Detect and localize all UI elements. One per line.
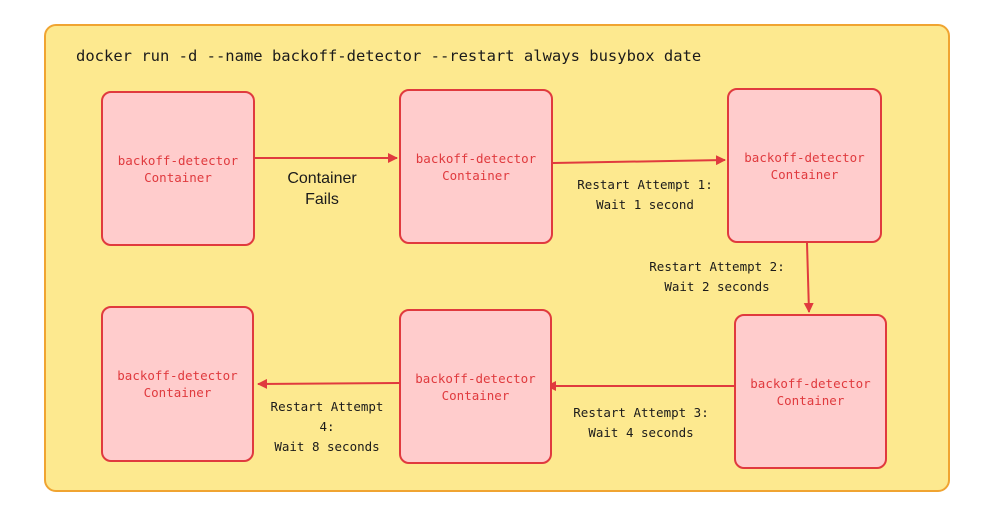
edge-label-attempt-1: Restart Attempt 1: Wait 1 second xyxy=(577,177,713,212)
edge-label-attempt-4: Restart Attempt 4: Wait 8 seconds xyxy=(270,399,384,454)
container-type: Container xyxy=(776,392,845,408)
container-box-1: backoff-detector Container xyxy=(101,91,255,246)
container-box-2: backoff-detector Container xyxy=(399,89,553,244)
container-type: Container xyxy=(770,166,839,182)
container-name: backoff-detector xyxy=(750,375,871,391)
edge-label-fails: Container Fails xyxy=(287,170,357,208)
container-type: Container xyxy=(442,167,510,183)
container-type: Container xyxy=(143,385,212,400)
container-name: backoff-detector xyxy=(744,149,865,165)
container-box-4: backoff-detector Container xyxy=(734,314,887,469)
container-name: backoff-detector xyxy=(415,150,537,166)
arrow-attempt-2 xyxy=(803,242,814,313)
container-box-5: backoff-detector Container xyxy=(399,309,552,464)
arrow-attempt-4 xyxy=(257,378,400,389)
container-type: Container xyxy=(441,387,510,403)
edge-label-attempt-3: Restart Attempt 3: Wait 4 seconds xyxy=(573,405,709,440)
container-box-6: backoff-detector Container xyxy=(101,306,254,462)
edge-label-attempt-2: Restart Attempt 2: Wait 2 seconds xyxy=(649,259,785,294)
docker-command: docker run -d --name backoff-detector --… xyxy=(76,47,702,65)
container-name: backoff-detector xyxy=(117,152,239,168)
arrow-attempt-1 xyxy=(552,155,726,166)
container-box-3: backoff-detector Container xyxy=(727,88,882,243)
container-type: Container xyxy=(144,169,212,185)
container-name: backoff-detector xyxy=(415,370,536,386)
container-name: backoff-detector xyxy=(117,368,238,383)
